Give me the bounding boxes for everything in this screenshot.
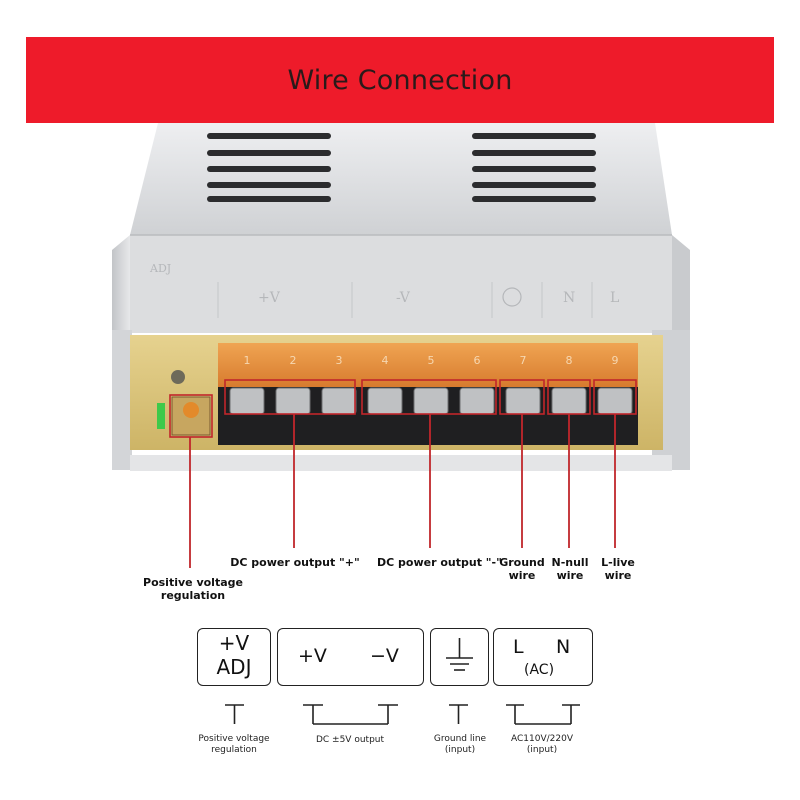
group-brackets: [169, 379, 637, 438]
label-l-live-wire: L-live wire: [596, 556, 640, 582]
svg-text:6: 6: [474, 354, 481, 367]
label-line: N-null: [551, 556, 589, 569]
caption-ground: Ground line (input): [425, 734, 495, 756]
ground-icon: [446, 638, 473, 671]
caption-adj: Positive voltage regulation: [188, 734, 280, 756]
svg-text:L: L: [610, 290, 619, 306]
svg-text:1: 1: [244, 354, 251, 367]
label-line: Ground: [499, 556, 545, 569]
svg-text:+V: +V: [258, 290, 281, 306]
svg-text:9: 9: [612, 354, 619, 367]
terminal-numbers: 1 2 3 4 5 6 7 8 9: [244, 354, 619, 367]
label-line: wire: [556, 569, 584, 582]
adj-box-line2: ADJ: [216, 655, 252, 679]
adjust-screw: [183, 402, 199, 418]
svg-text:7: 7: [520, 354, 527, 367]
symbol-box-dc: +V −V: [277, 628, 424, 686]
label-line: Positive voltage: [143, 576, 243, 589]
svg-text:3: 3: [336, 354, 343, 367]
symbol-box-adj: +V ADJ: [197, 628, 271, 686]
label-ground-wire: Ground wire: [496, 556, 548, 582]
svg-text:5: 5: [428, 354, 435, 367]
pcb-screw: [171, 370, 185, 384]
label-dc-output-minus: DC power output "-": [377, 556, 502, 569]
label-line: wire: [604, 569, 632, 582]
led-indicator: [157, 403, 165, 429]
svg-text:ADJ: ADJ: [149, 262, 171, 275]
dc-box-pos: +V: [298, 645, 327, 667]
caption-line: Positive voltage: [198, 734, 270, 744]
terminal-screws: [229, 387, 633, 415]
caption-line: Ground line: [433, 734, 487, 744]
adj-box-line1: +V: [218, 631, 250, 655]
caption-line: (input): [444, 745, 476, 755]
ac-box-n: N: [556, 636, 571, 658]
caption-line: (input): [526, 745, 558, 755]
caption-line: AC110V/220V: [511, 734, 573, 744]
embossed-panel-labels: ADJ +V -V N L: [149, 262, 619, 318]
symbol-box-ground: [430, 628, 489, 686]
label-dc-output-plus: DC power output "+": [230, 556, 360, 569]
svg-text:2: 2: [290, 354, 297, 367]
caption-dc: DC ±5V output: [315, 735, 385, 745]
ac-box-l: L: [513, 636, 524, 658]
ac-box-sub: (AC): [524, 662, 555, 678]
caption-ac: AC110V/220V (input): [500, 734, 584, 756]
label-positive-voltage-regulation: Positive voltage regulation: [140, 576, 246, 602]
title-banner: Wire Connection: [26, 37, 774, 123]
banner-title: Wire Connection: [287, 64, 513, 96]
svg-text:8: 8: [566, 354, 573, 367]
svg-text:4: 4: [382, 354, 389, 367]
label-line: wire: [508, 569, 536, 582]
vent-slots: [207, 133, 596, 202]
callout-lines: [189, 414, 616, 568]
dc-box-neg: −V: [370, 645, 399, 667]
symbol-box-ac: L N (AC): [493, 628, 593, 686]
label-line: L-live: [601, 556, 635, 569]
svg-text:N: N: [563, 290, 575, 306]
svg-text:-V: -V: [396, 290, 411, 306]
caption-line: regulation: [211, 745, 257, 755]
label-n-null-wire: N-null wire: [548, 556, 592, 582]
label-line: regulation: [160, 589, 226, 602]
terminal-block: 1 2 3 4 5 6 7 8 9: [218, 343, 638, 445]
